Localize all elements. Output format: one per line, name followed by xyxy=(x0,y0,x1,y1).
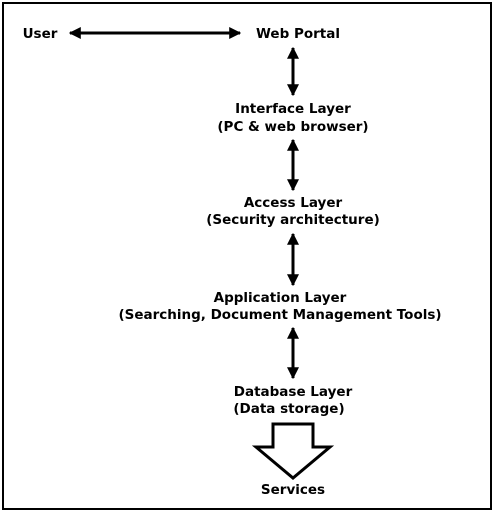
database-layer-name: Database Layer xyxy=(234,384,353,400)
interface-layer-name: Interface Layer xyxy=(235,101,351,117)
access-layer-detail: (Security architecture) xyxy=(206,212,380,228)
access-layer-name: Access Layer xyxy=(244,195,343,211)
hollow-down-arrow-icon xyxy=(251,422,335,480)
diagram-border xyxy=(2,2,492,510)
interface-layer-detail: (PC & web browser) xyxy=(217,119,368,135)
database-layer-detail: (Data storage) xyxy=(233,401,344,417)
application-layer-name: Application Layer xyxy=(214,290,347,306)
application-layer-detail: (Searching, Document Management Tools) xyxy=(118,307,441,323)
services-label: Services xyxy=(261,482,325,498)
web-portal-label: Web Portal xyxy=(256,26,340,42)
user-label: User xyxy=(23,26,58,42)
